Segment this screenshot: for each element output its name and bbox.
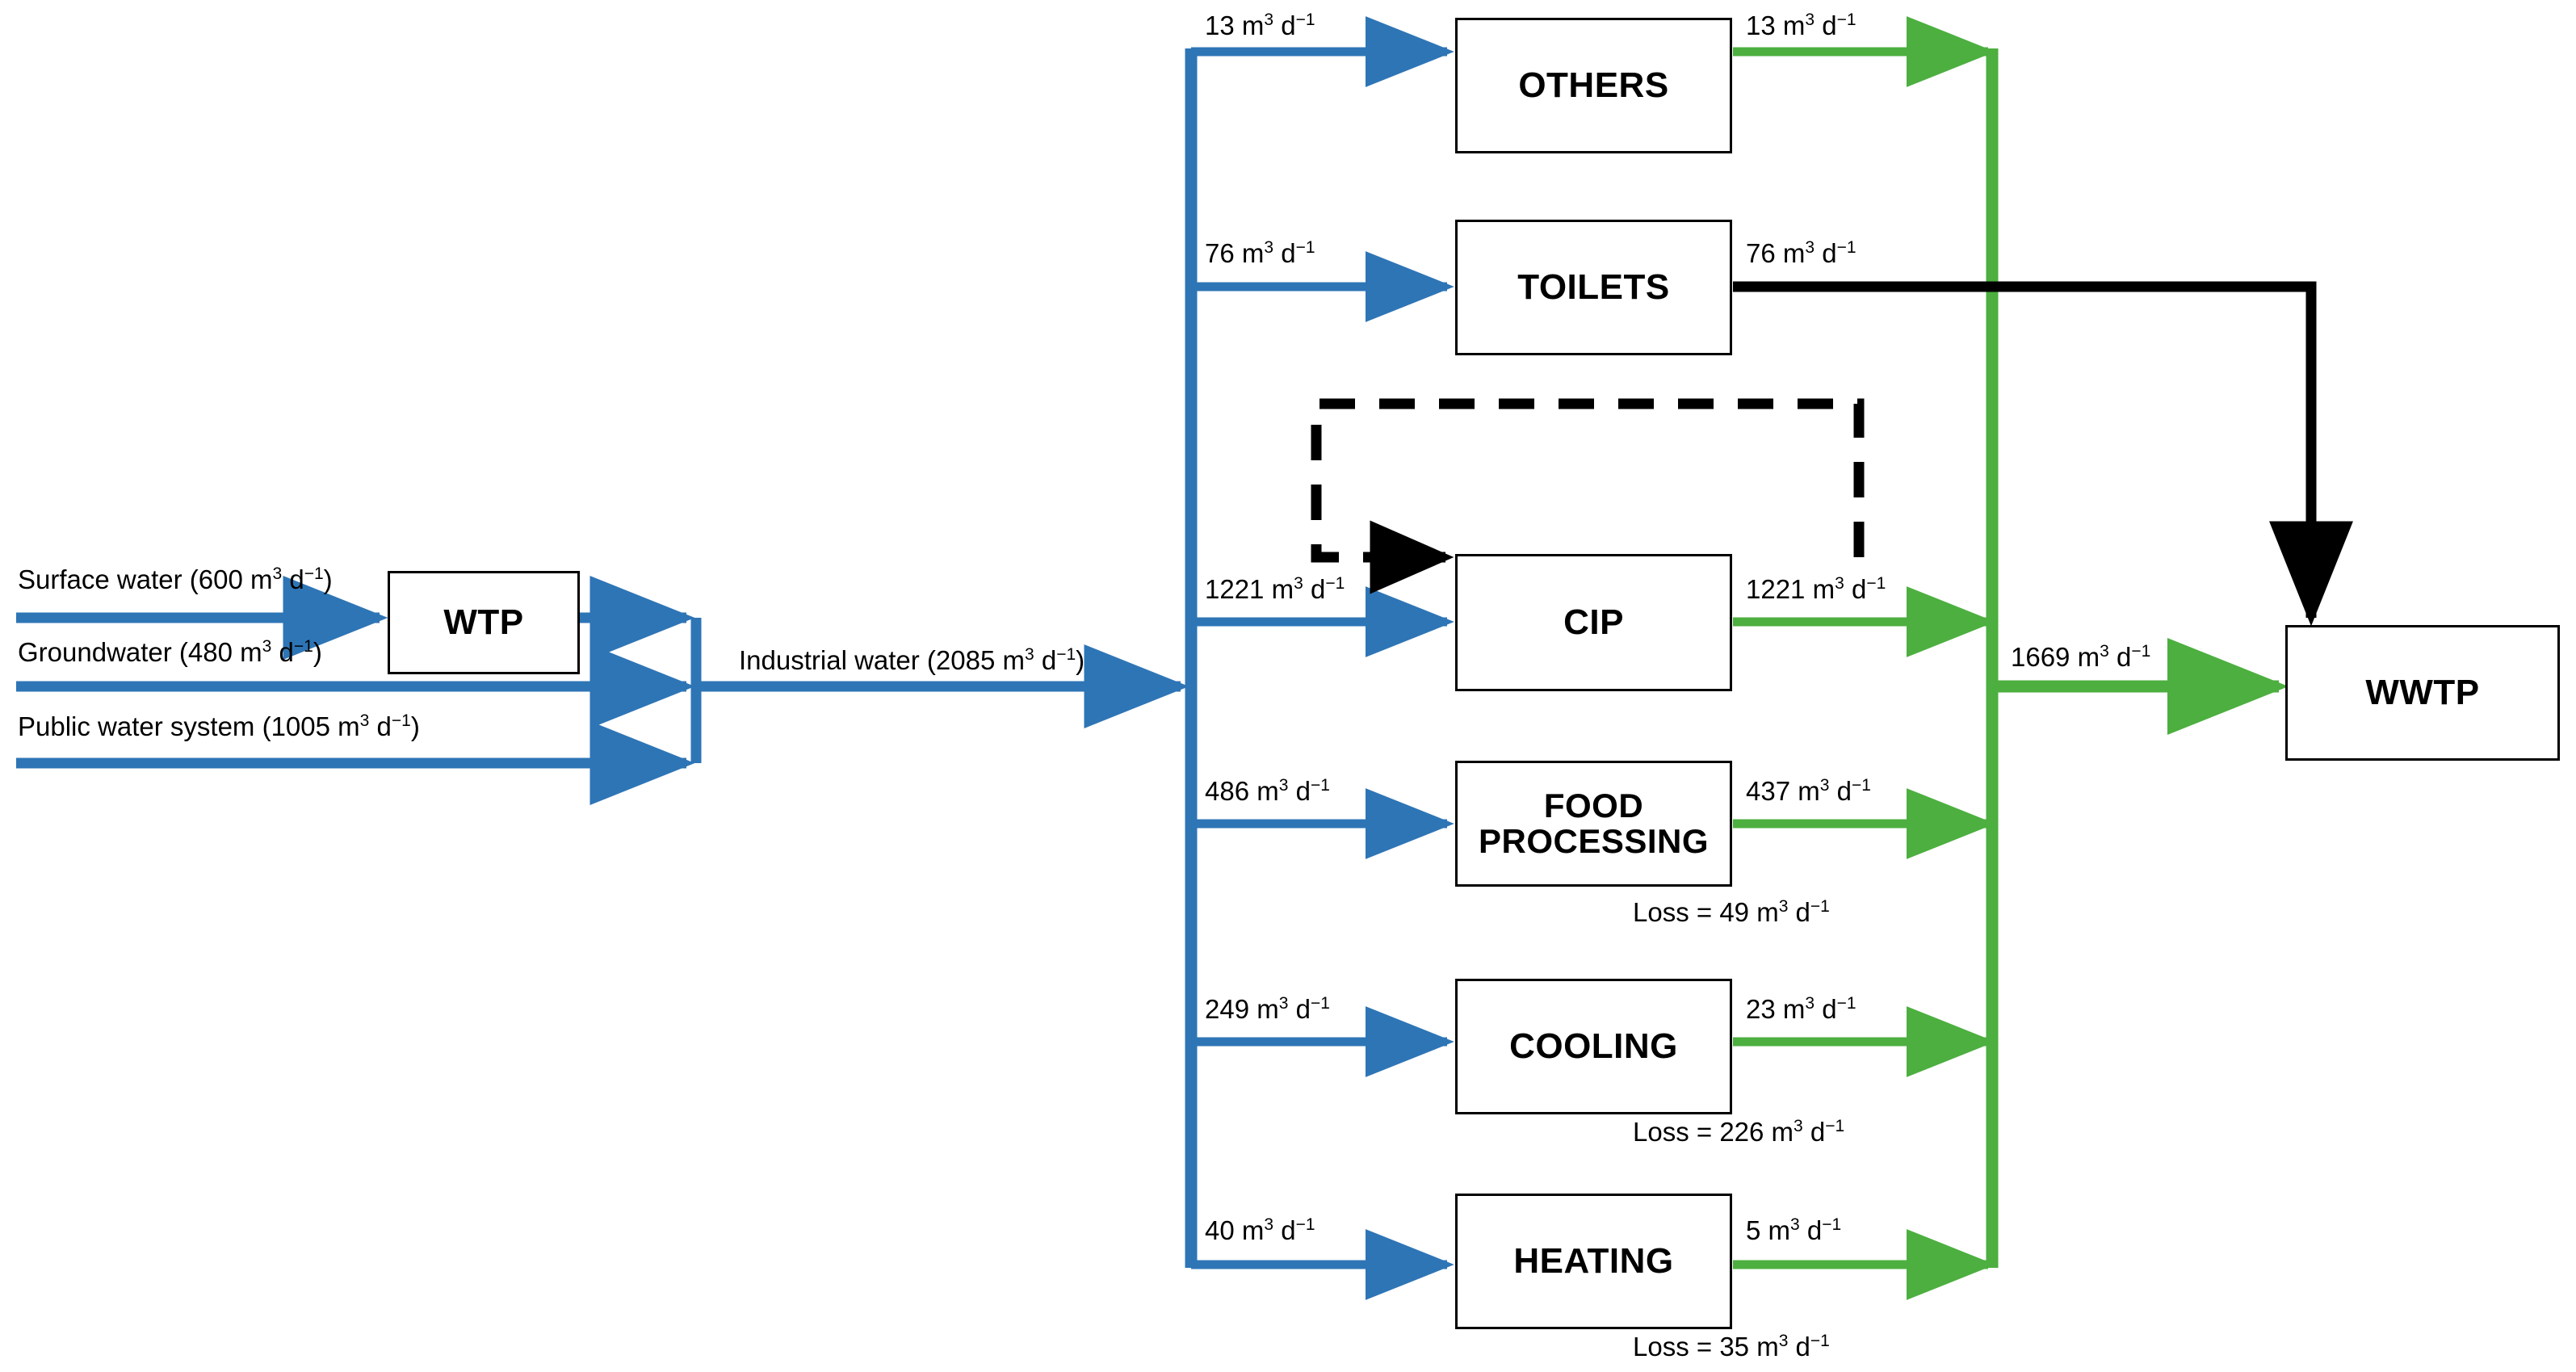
label-outflow-toilets: 76 m3 d−1 xyxy=(1746,238,1856,268)
label-industrial-water: Industrial water (2085 m3 d−1) xyxy=(739,645,1085,675)
green-return-arrows-group xyxy=(1733,16,1995,1300)
label-outflow-heating: 5 m3 d−1 xyxy=(1746,1215,1842,1245)
source-arrows-group xyxy=(16,576,695,805)
box-others-label: OTHERS xyxy=(1518,65,1669,105)
box-toilets[interactable]: TOILETS xyxy=(1455,220,1732,355)
box-cip[interactable]: CIP xyxy=(1455,554,1732,691)
box-toilets-label: TOILETS xyxy=(1517,266,1670,307)
label-loss-cooling: Loss = 226 m3 d−1 xyxy=(1633,1117,1845,1147)
label-inflow-cip: 1221 m3 d−1 xyxy=(1205,574,1345,604)
label-outflow-others: 13 m3 d−1 xyxy=(1746,10,1856,40)
label-inflow-others: 13 m3 d−1 xyxy=(1205,10,1315,40)
box-food-processing[interactable]: FOOD PROCESSING xyxy=(1455,761,1732,887)
label-outflow-cip: 1221 m3 d−1 xyxy=(1746,574,1886,604)
box-others[interactable]: OTHERS xyxy=(1455,18,1732,153)
label-inflow-food-processing: 486 m3 d−1 xyxy=(1205,776,1330,806)
box-wwtp[interactable]: WWTP xyxy=(2285,625,2560,761)
label-groundwater: Groundwater (480 m3 d−1) xyxy=(18,637,322,667)
box-cooling-label: COOLING xyxy=(1509,1026,1678,1066)
box-wtp[interactable]: WTP xyxy=(388,571,580,674)
label-outflow-food-processing: 437 m3 d−1 xyxy=(1746,776,1871,806)
box-food-processing-label-line1: FOOD xyxy=(1543,786,1644,824)
label-loss-heating: Loss = 35 m3 d−1 xyxy=(1633,1332,1830,1362)
label-inflow-heating: 40 m3 d−1 xyxy=(1205,1215,1315,1245)
label-public-water-system: Public water system (1005 m3 d−1) xyxy=(18,711,420,741)
cip-recycle-dashed-loop xyxy=(1311,398,1865,594)
label-flow-to-wwtp: 1669 m3 d−1 xyxy=(2011,642,2151,672)
label-inflow-toilets: 76 m3 d−1 xyxy=(1205,238,1315,268)
box-wtp-label: WTP xyxy=(443,602,524,642)
box-wwtp-label: WWTP xyxy=(2365,672,2480,712)
label-inflow-cooling: 249 m3 d−1 xyxy=(1205,994,1330,1024)
box-cip-label: CIP xyxy=(1563,602,1624,642)
arrow-toilets-blackline-to-wwtp xyxy=(1733,281,2353,627)
blue-branch-arrows-group xyxy=(1191,16,1454,1300)
box-food-processing-label-line2: PROCESSING xyxy=(1478,822,1710,860)
label-outflow-cooling: 23 m3 d−1 xyxy=(1746,994,1856,1024)
label-surface-water: Surface water (600 m3 d−1) xyxy=(18,564,333,594)
box-heating[interactable]: HEATING xyxy=(1455,1194,1732,1329)
box-cooling[interactable]: COOLING xyxy=(1455,979,1732,1114)
box-heating-label: HEATING xyxy=(1513,1240,1674,1281)
label-loss-food-processing: Loss = 49 m3 d−1 xyxy=(1633,897,1830,927)
